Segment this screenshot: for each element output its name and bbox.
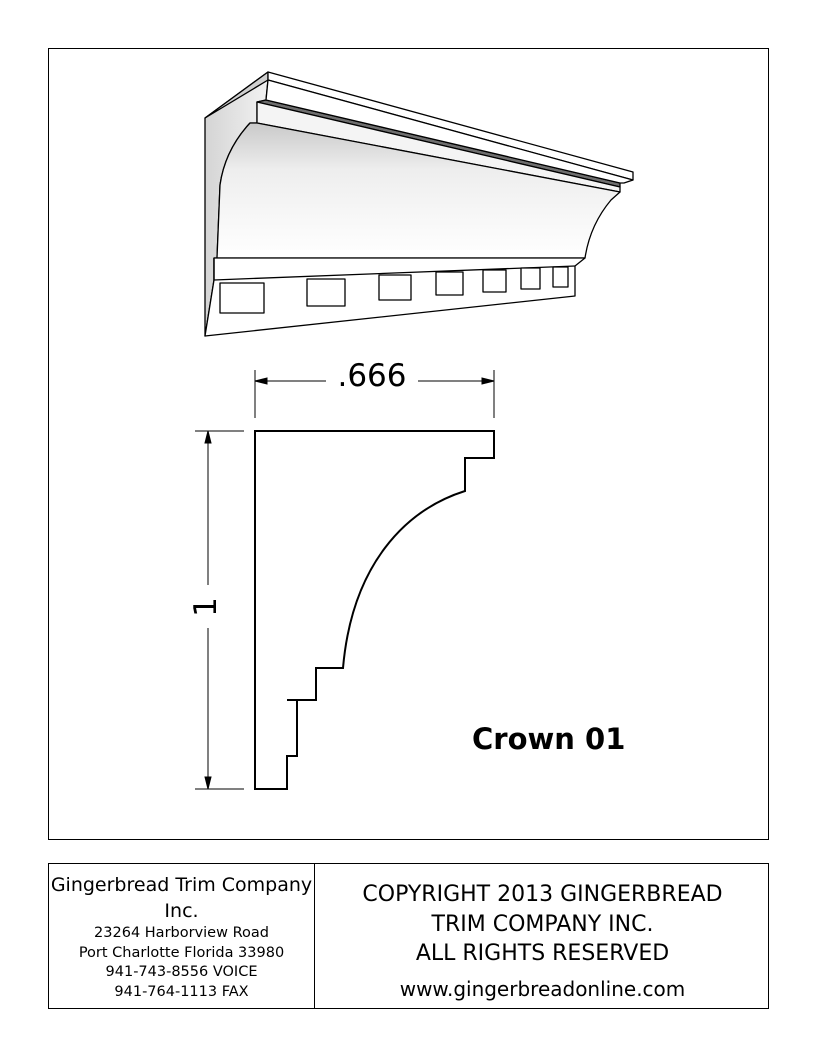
copyright-line: ALL RIGHTS RESERVED [415,941,670,966]
company-phone: 941-743-8556 VOICE [105,964,258,980]
company-fax: 941-764-1113 FAX [114,983,249,1000]
copyright-line: TRIM COMPANY INC. [431,911,654,937]
crown-molding-3d-view [204,71,634,337]
website-link[interactable]: www.gingerbreadonline.com [399,976,686,1001]
company-info: Gingerbread Trim Company Inc. 23264 Harb… [49,872,314,1002]
dentil-block [306,278,346,307]
copyright-line: COPYRIGHT 2013 GINGERBREAD [362,882,723,907]
dentil-block [378,274,412,301]
company-city: Port Charlotte Florida 33980 [78,944,285,961]
width-dimension-label: .666 [337,358,406,394]
title-block: Gingerbread Trim Company Inc. 23264 Harb… [48,863,769,1009]
dentil-block [552,266,569,288]
company-name: Gingerbread Trim Company Inc. [50,874,313,922]
drawing-border [48,48,769,840]
dentil-block [219,282,265,314]
dentil-block [435,271,464,296]
dentil-block [482,269,507,293]
part-name-label: Crown 01 [472,722,626,756]
copyright-info: COPYRIGHT 2013 GINGERBREAD TRIM COMPANY … [315,880,770,1003]
dentil-block [520,267,541,290]
height-dimension [195,430,244,790]
molding-upper-band [265,79,634,184]
crown-profile-section [254,430,495,790]
title-block-divider [314,864,315,1008]
width-dimension [254,370,495,418]
company-address: 23264 Harborview Road [94,925,269,941]
height-dimension-label: 1 [188,597,224,617]
